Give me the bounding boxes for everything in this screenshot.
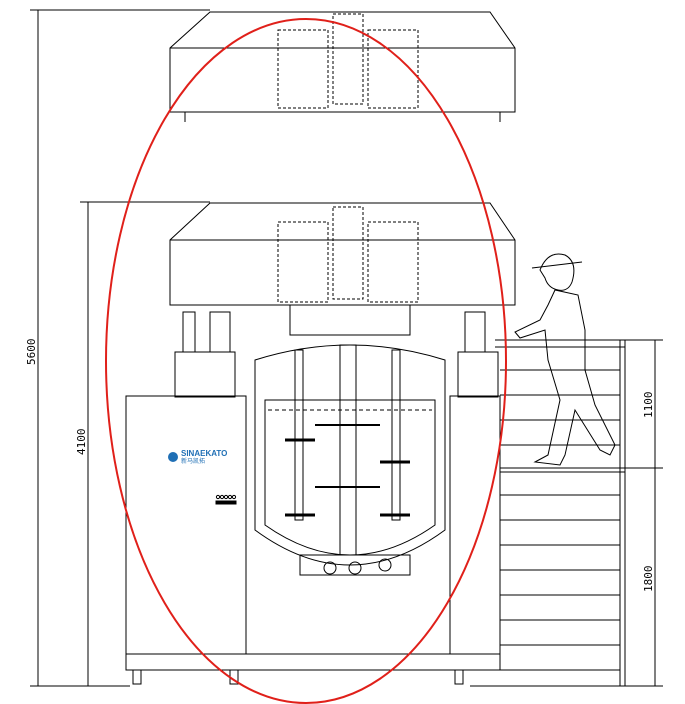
operator-figure (514, 253, 616, 466)
dim-label-5600: 5600 (25, 339, 38, 366)
platform-stairs (495, 339, 626, 686)
control-buttons (215, 494, 237, 505)
raised-hood (169, 11, 516, 122)
highlight-ellipse (105, 18, 507, 704)
dim-label-1800: 1800 (642, 566, 655, 593)
brand-logo: SINAEKATO 新马凯拓 (168, 449, 227, 465)
hood (169, 202, 516, 336)
logo-brand-text: SINAEKATO (181, 449, 227, 458)
logo-mark-icon (168, 452, 178, 462)
logo-chinese-text: 新马凯拓 (181, 457, 205, 465)
dim-label-1100: 1100 (642, 392, 655, 419)
mixing-vessel (254, 344, 446, 576)
dimension-5600 (30, 9, 210, 687)
dim-label-4100: 4100 (75, 429, 88, 456)
lift-columns (174, 311, 499, 398)
dimension-4100 (80, 201, 210, 686)
control-cabinet (125, 395, 501, 685)
dimension-1100-1800 (470, 339, 663, 687)
